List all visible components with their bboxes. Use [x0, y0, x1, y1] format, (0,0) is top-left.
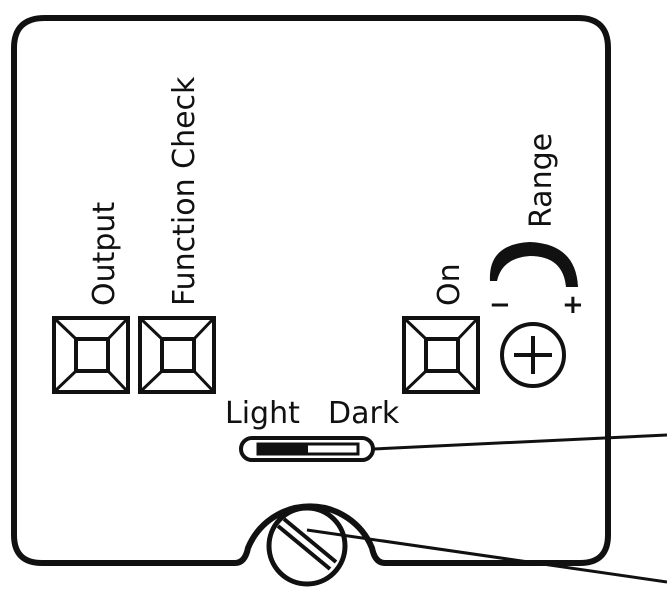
- slotted-screw-icon[interactable]: [266, 505, 348, 587]
- on-label: On: [432, 263, 467, 306]
- light-label: Light: [225, 396, 300, 431]
- range-minus-label: −: [489, 290, 511, 320]
- output-label: Output: [87, 202, 122, 306]
- on-led-icon: [402, 316, 480, 394]
- range-plus-label: +: [562, 290, 584, 320]
- switch-leader-line: [372, 433, 667, 451]
- output-led-icon: [52, 316, 130, 394]
- light-dark-switch[interactable]: [239, 436, 375, 462]
- range-label: Range: [524, 133, 559, 228]
- dark-label: Dark: [328, 396, 400, 431]
- function-check-led-icon: [138, 316, 216, 394]
- range-potentiometer-icon[interactable]: [500, 322, 566, 388]
- function-check-label: Function Check: [167, 76, 202, 306]
- range-arc-icon: [489, 242, 578, 287]
- screw-leader-line: [306, 528, 667, 584]
